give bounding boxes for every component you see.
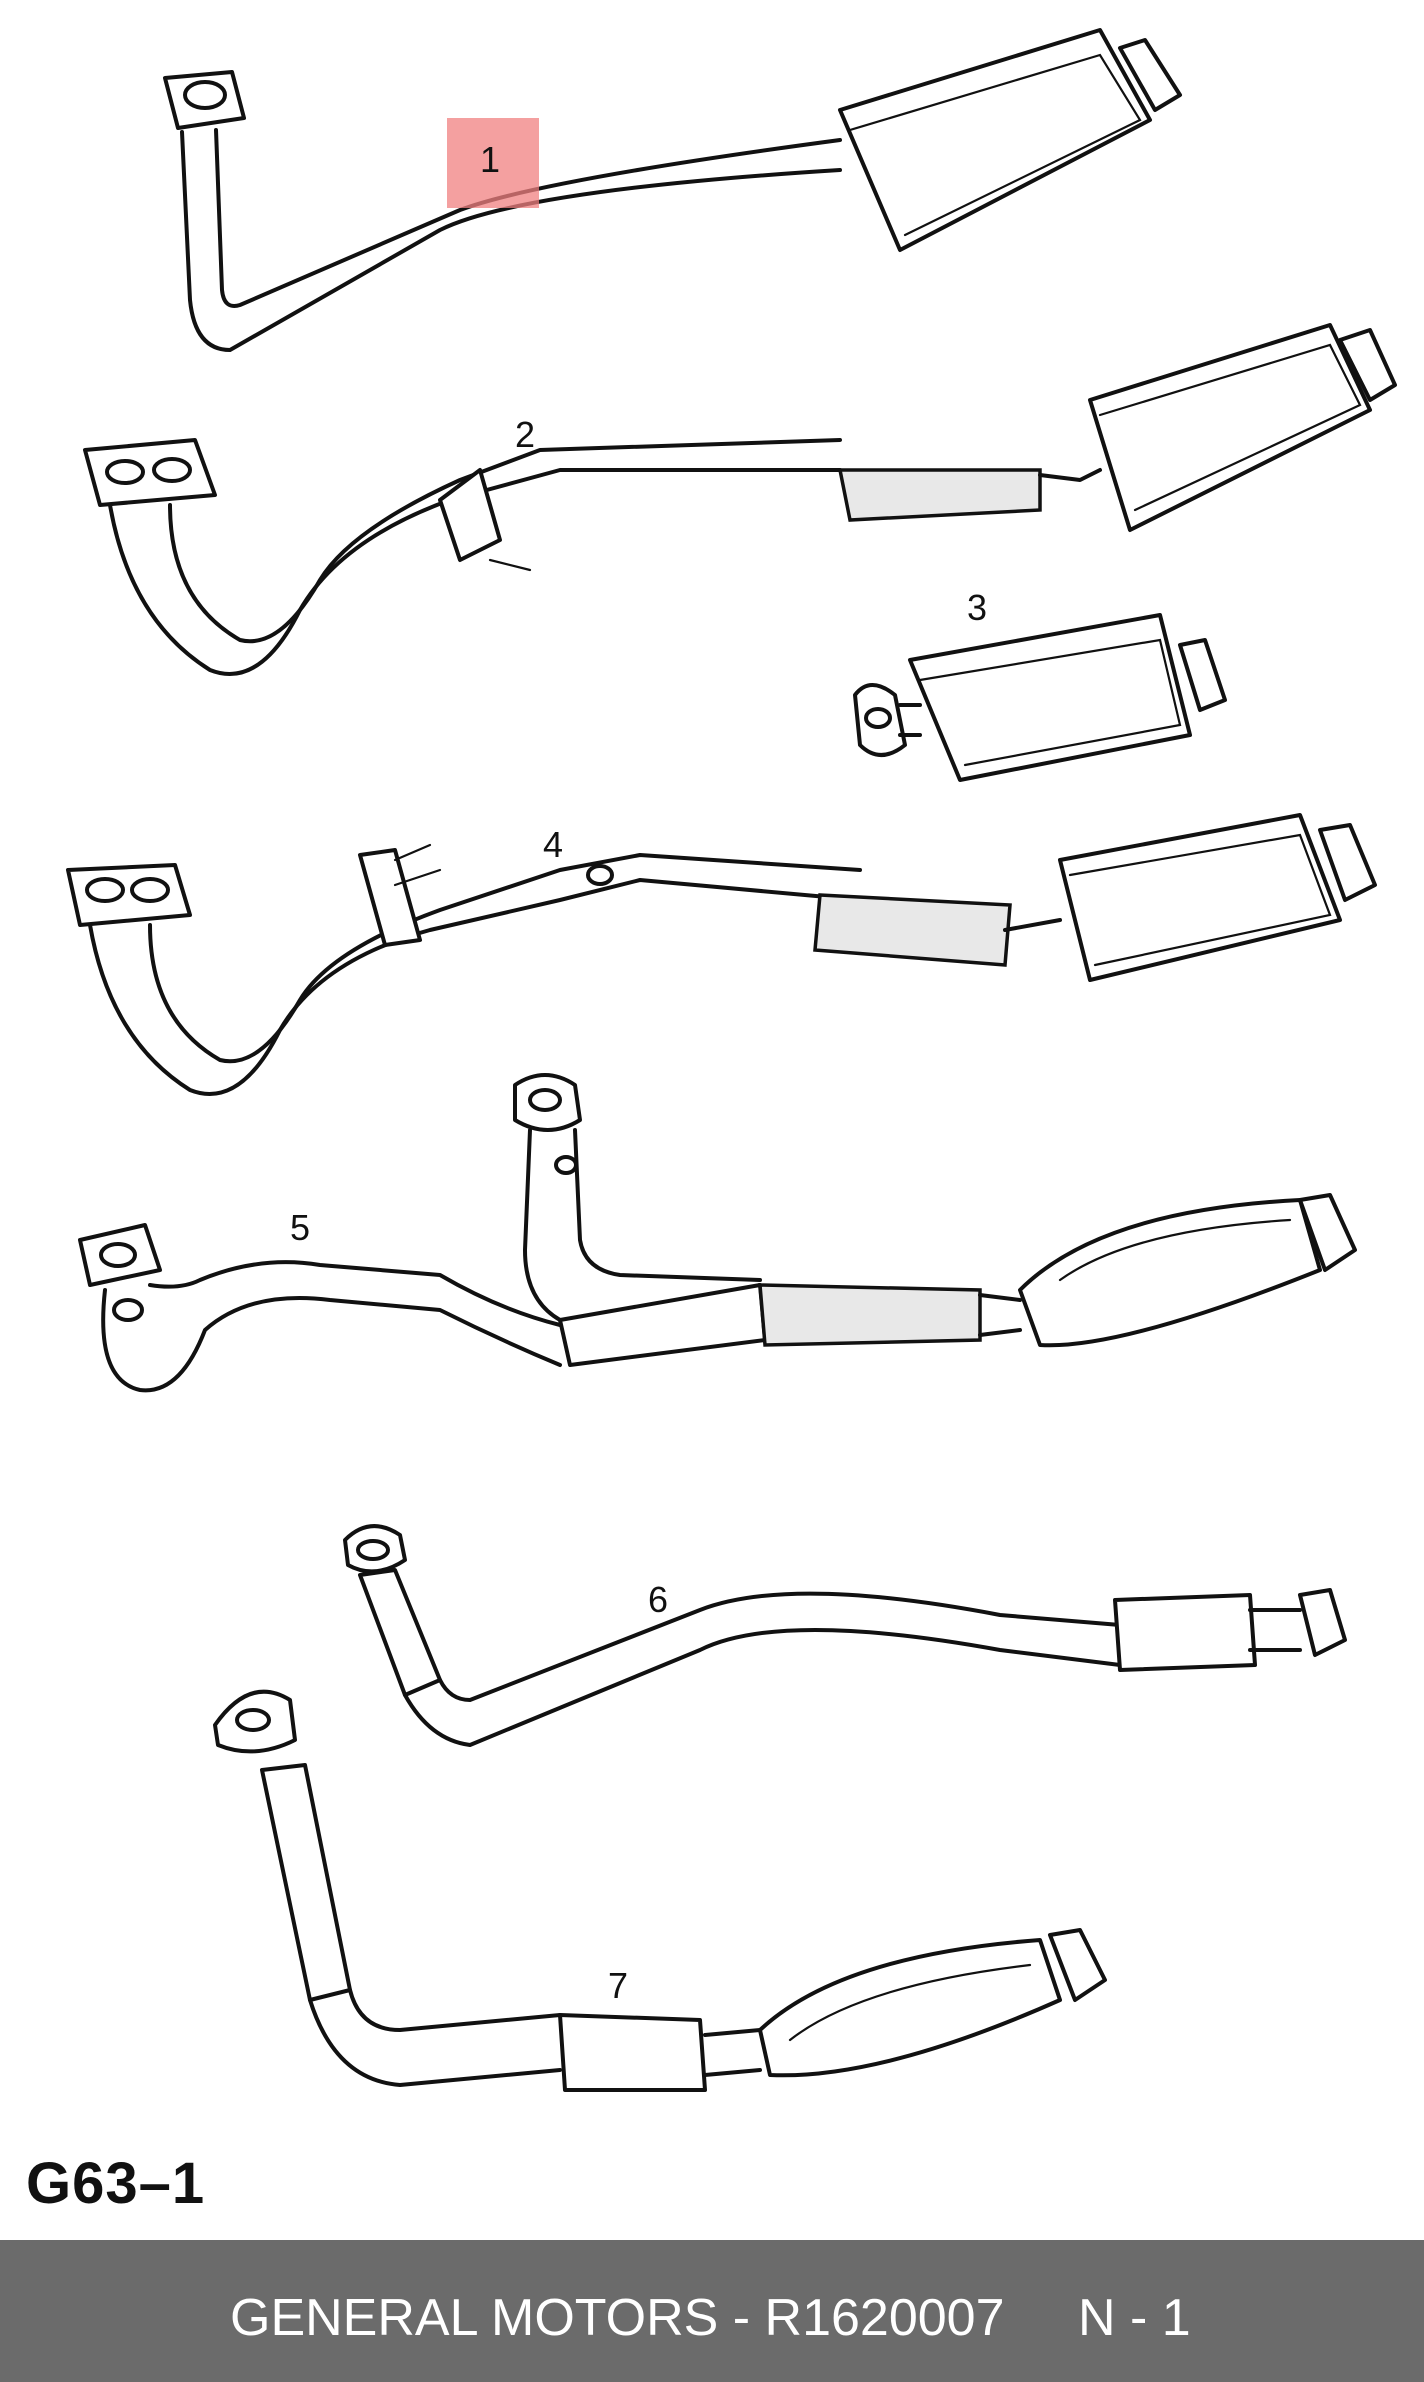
figure-code: G63–1	[26, 2151, 206, 2216]
callout-4-label[interactable]: 4	[543, 824, 563, 865]
callout-7-label[interactable]: 7	[608, 1965, 628, 2006]
callout-1-label[interactable]: 1	[480, 139, 500, 180]
callout-1-highlight	[447, 118, 539, 208]
callout-2-label[interactable]: 2	[515, 414, 535, 455]
footer-part-number: GENERAL MOTORS - R1620007	[230, 2289, 1005, 2347]
part-1-exhaust-pipe	[163, 28, 1182, 352]
callout-3-label[interactable]: 3	[967, 587, 987, 628]
part-4-front-pipe-with-converter	[66, 813, 1377, 1096]
callout-6-label[interactable]: 6	[648, 1579, 668, 1620]
part-3-catalytic-converter	[853, 613, 1227, 782]
part-5-y-pipe-with-converter	[78, 1073, 1357, 1393]
part-6-front-pipe	[343, 1524, 1347, 1747]
part-2-front-pipe-with-converter	[83, 323, 1397, 676]
callout-5-label[interactable]: 5	[290, 1207, 310, 1248]
exhaust-assembly-diagram: 1 2 3 4	[66, 28, 1397, 2092]
footer-page-indicator: N - 1	[1078, 2289, 1191, 2347]
part-7-front-pipe-with-converter	[213, 1689, 1107, 2092]
footer-bar: GENERAL MOTORS - R1620007 N - 1	[0, 2240, 1424, 2382]
